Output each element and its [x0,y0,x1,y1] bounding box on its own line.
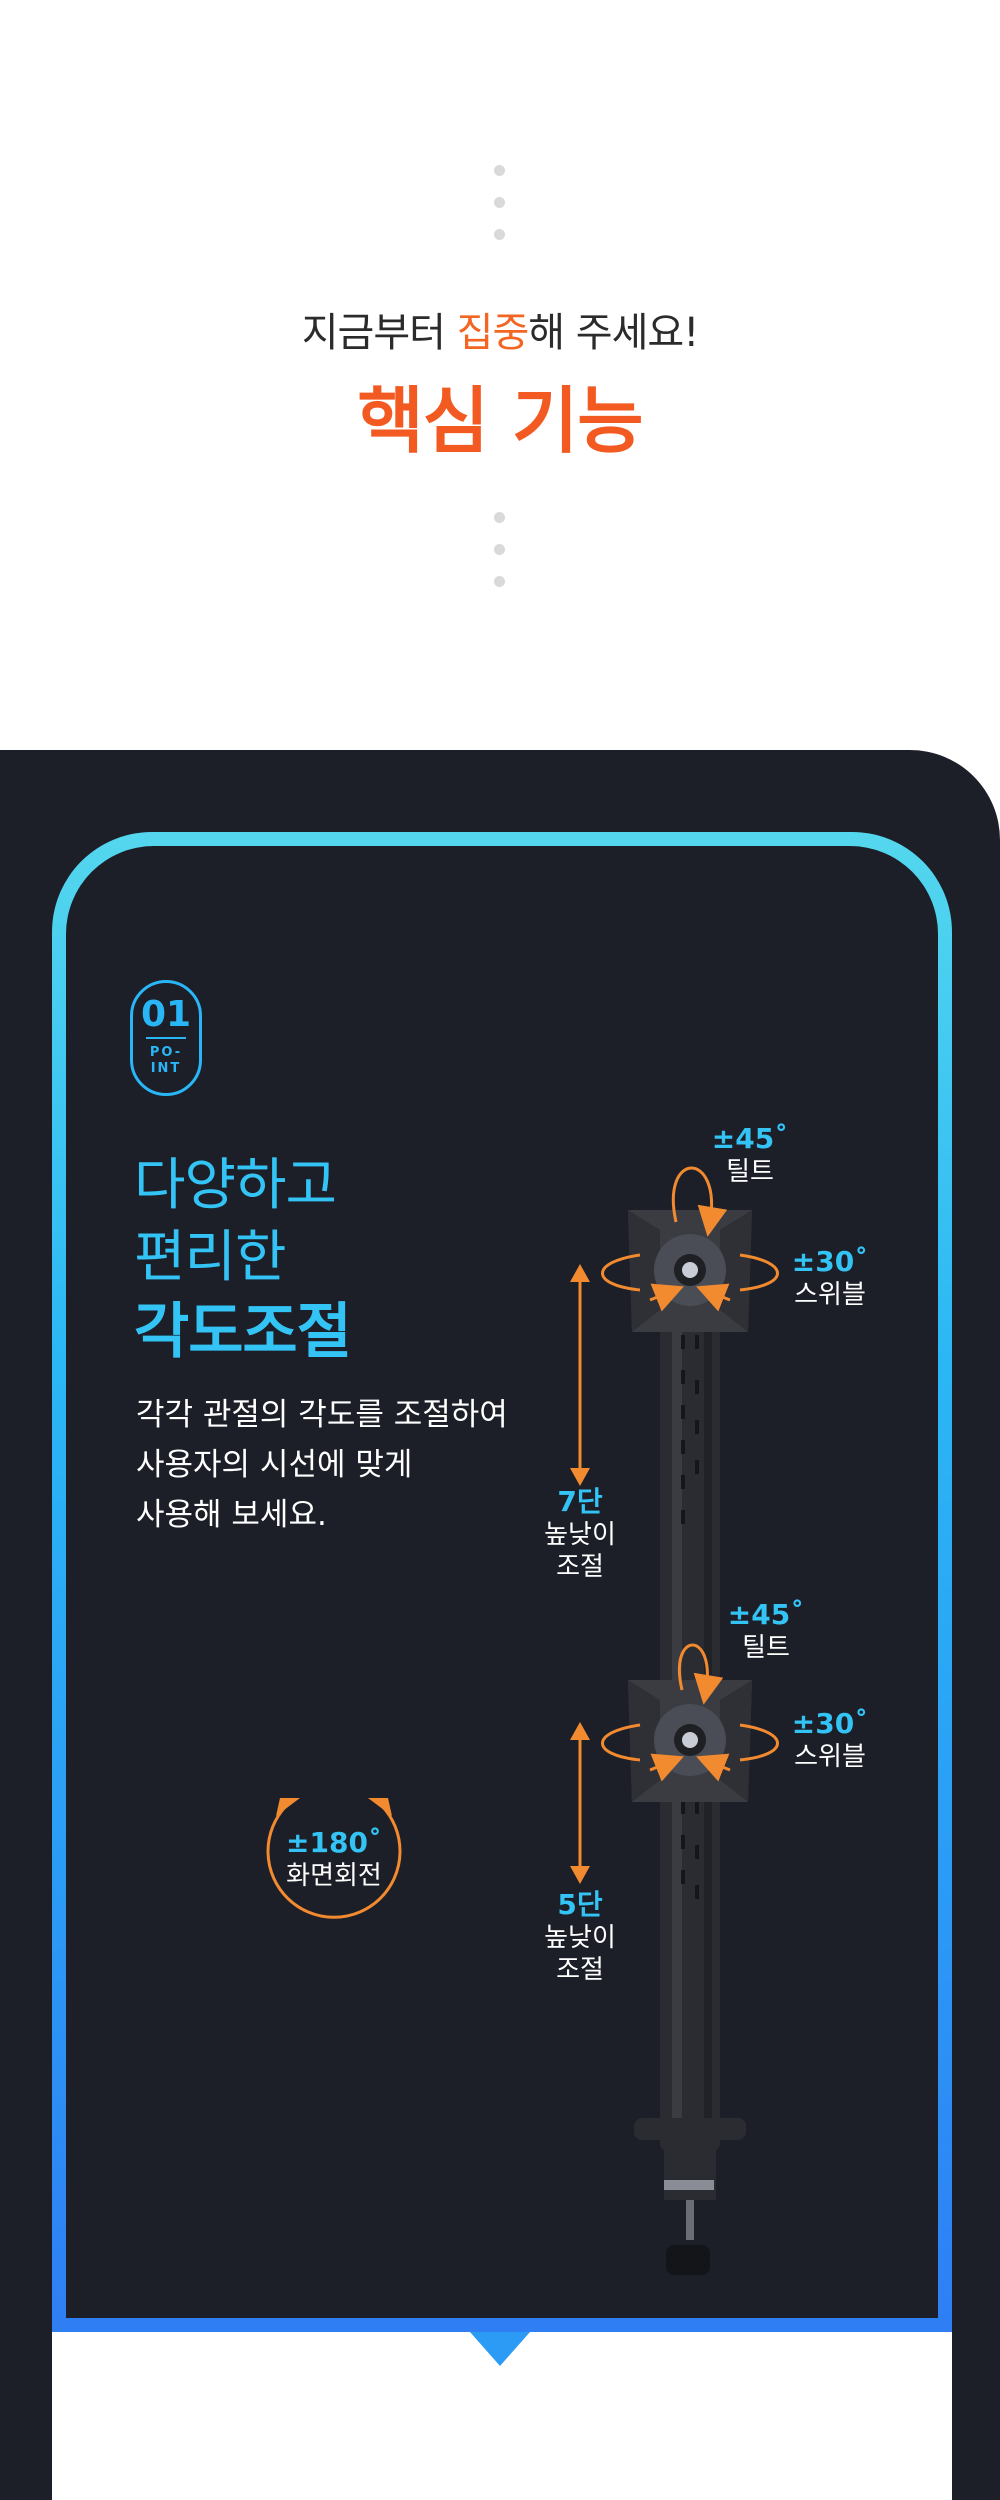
dots-decoration-top [494,165,506,261]
tilt-label-upper: ±45˚ 틸트 [711,1122,789,1187]
swivel-arrow-icon [601,1253,779,1762]
rotation-label: ±180˚ 화면회전 [286,1826,382,1891]
headline-line-1: 다양하고 [134,1153,337,1218]
height-label-upper: 7단 높낮이 조절 [544,1485,616,1582]
point-label-1: PO- [149,1045,183,1060]
point-number: 01 [140,994,192,1035]
section-title: 핵심 기능 [357,379,643,463]
dots-decoration-bottom [494,512,506,608]
subtitle-highlight: 집중 [456,310,530,356]
section-subtitle: 지금부터 집중해 주세요! [0,300,1000,358]
point-label-2: INT [150,1061,182,1076]
card-pointer [470,2332,530,2366]
headline-line-3: 각도조절 [134,1297,352,1367]
feature-description: 각각 관절의 각도를 조절하여 사용자의 시선에 맞게 사용해 보세요. [136,1390,576,1540]
description-line-1: 각각 관절의 각도를 조절하여 [136,1397,508,1433]
rotation-arrow-icon [266,1804,402,1919]
height-arrow-icon [570,1264,590,1884]
point-badge: 01 PO- INT [130,980,202,1096]
lower-monitor-mount [628,1680,752,1802]
upper-monitor-mount [628,1210,752,1332]
intro-section: 지금부터 집중해 주세요! 핵심 기능 [0,0,1000,750]
description-line-2: 사용자의 시선에 맞게 [136,1447,413,1483]
description-line-3: 사용해 보세요. [136,1497,327,1533]
tilt-arrow-icon [677,1643,724,1705]
swivel-label-lower: ±30˚ 스위블 [791,1707,869,1772]
swivel-label-upper: ±30˚ 스위블 [791,1245,869,1310]
tilt-arrow-icon [671,1166,728,1237]
tilt-label-lower: ±45˚ 틸트 [727,1598,805,1663]
subtitle-text: 지금부터 [301,310,457,356]
feature-card [52,832,952,2332]
headline-line-2: 편리한 [134,1225,287,1290]
subtitle-text-end: 해 주세요! [528,310,699,356]
height-label-lower: 5단 높낮이 조절 [544,1888,616,1985]
feature-card-inner [66,846,938,2318]
